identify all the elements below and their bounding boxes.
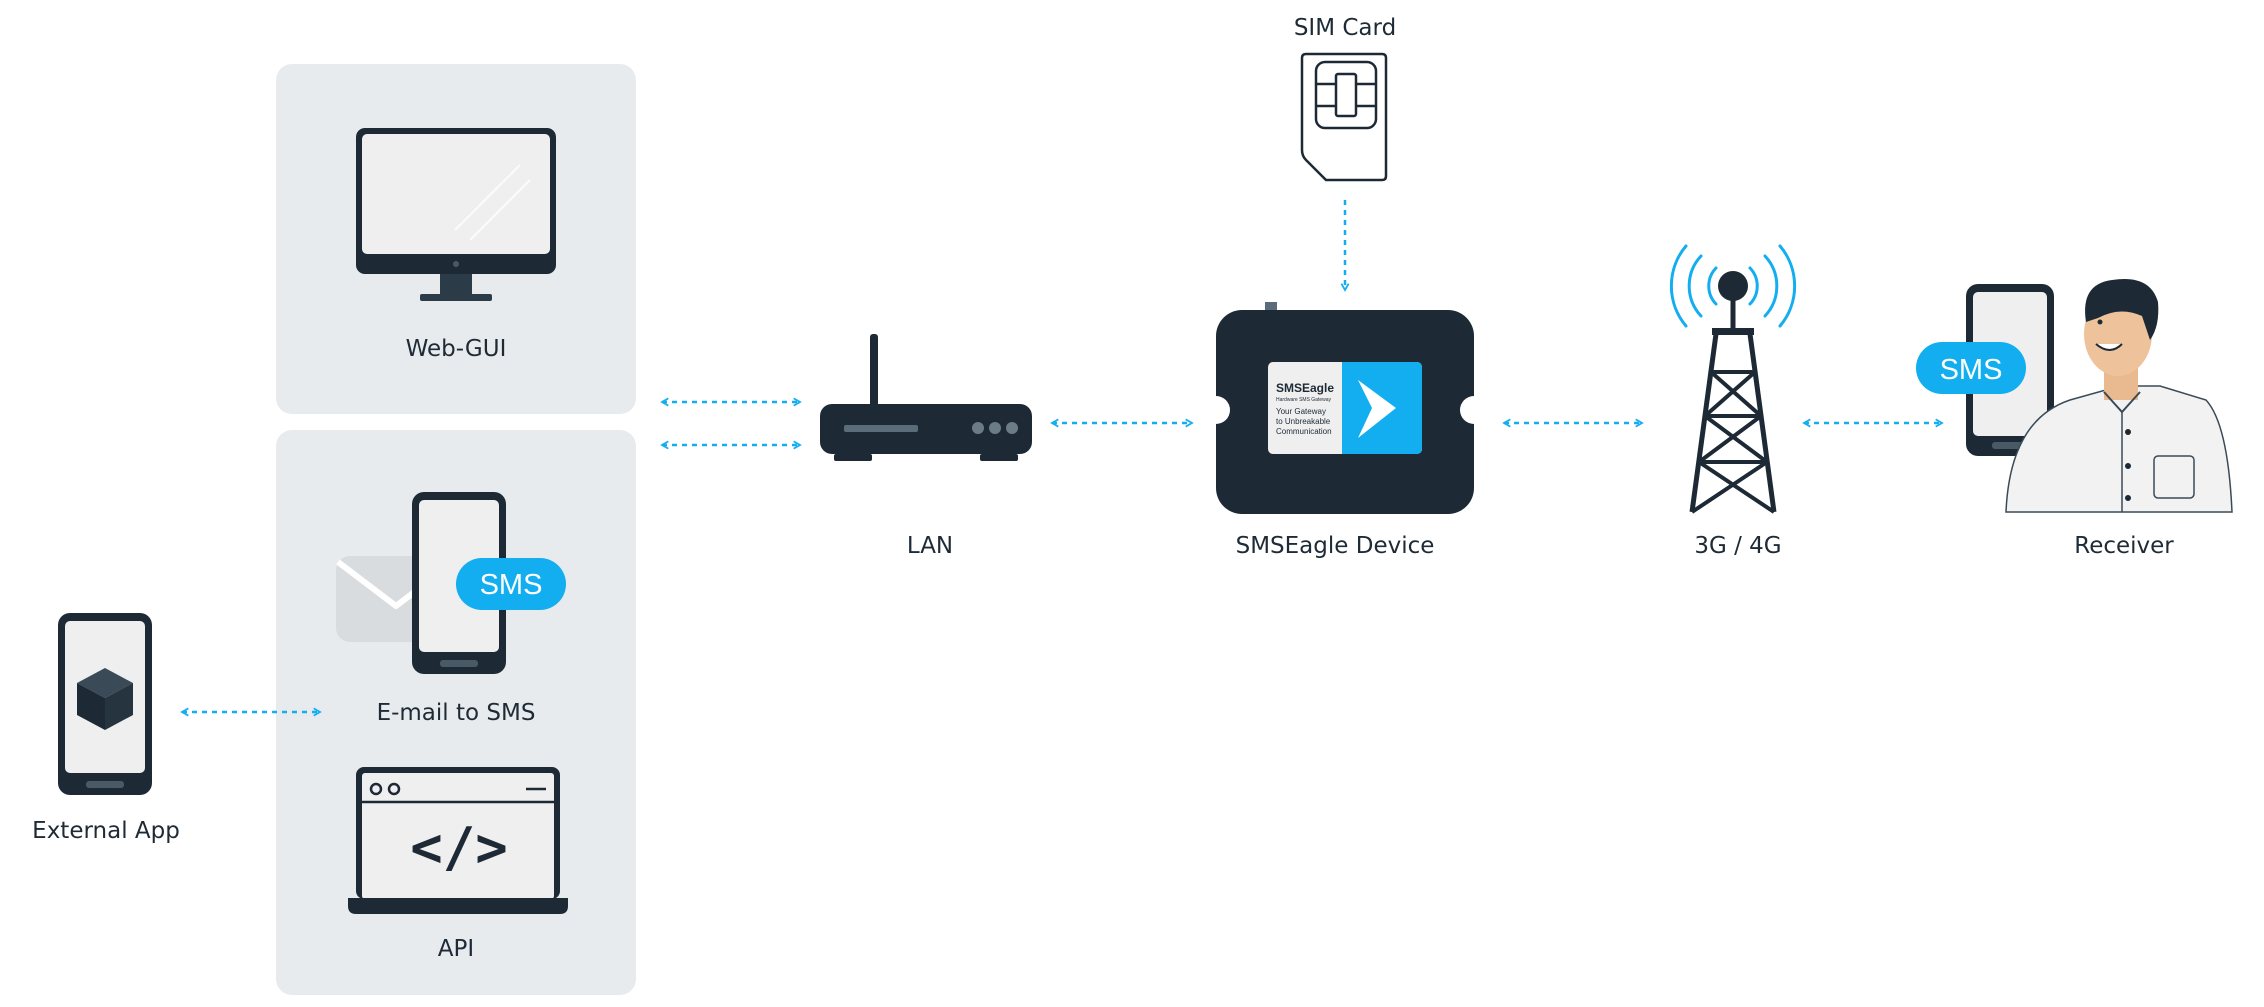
- sms-badge-receiver: SMS: [1916, 342, 2026, 394]
- code-symbol: </>: [410, 816, 508, 879]
- label-external-app: External App: [32, 818, 180, 844]
- laptop-icon: </>: [348, 767, 568, 914]
- label-web-gui: Web-GUI: [405, 336, 507, 362]
- router-icon: [820, 334, 1032, 461]
- label-network: 3G / 4G: [1694, 533, 1782, 559]
- device-subtitle: Hardware SMS Gateway: [1276, 397, 1332, 403]
- device-tagline-2: to Unbreakable: [1276, 417, 1331, 426]
- device-tagline-1: Your Gateway: [1276, 407, 1326, 416]
- label-device: SMSEagle Device: [1235, 533, 1435, 559]
- label-lan: LAN: [906, 533, 954, 559]
- monitor-icon: [356, 128, 556, 301]
- label-email-to-sms: E-mail to SMS: [376, 700, 536, 726]
- device-brand: SMSEagle: [1276, 381, 1334, 395]
- cell-tower-icon: [1689, 271, 1777, 514]
- cube-icon: [77, 668, 133, 730]
- signal-waves-icon: [1669, 244, 1797, 328]
- sms-badge-email: SMS: [456, 558, 566, 610]
- sim-card-icon: [1300, 52, 1388, 182]
- person-icon: [2005, 278, 2233, 513]
- sms-badge-receiver-text: SMS: [1940, 354, 2003, 386]
- connectors: [182, 200, 1942, 712]
- label-api: API: [437, 936, 475, 962]
- smseagle-device-icon: SMSEagle Hardware SMS Gateway Your Gatew…: [1202, 302, 1488, 514]
- label-receiver: Receiver: [2074, 533, 2174, 559]
- device-tagline-3: Communication: [1276, 427, 1332, 436]
- label-sim-card: SIM Card: [1293, 15, 1397, 41]
- sms-badge-email-text: SMS: [480, 569, 543, 601]
